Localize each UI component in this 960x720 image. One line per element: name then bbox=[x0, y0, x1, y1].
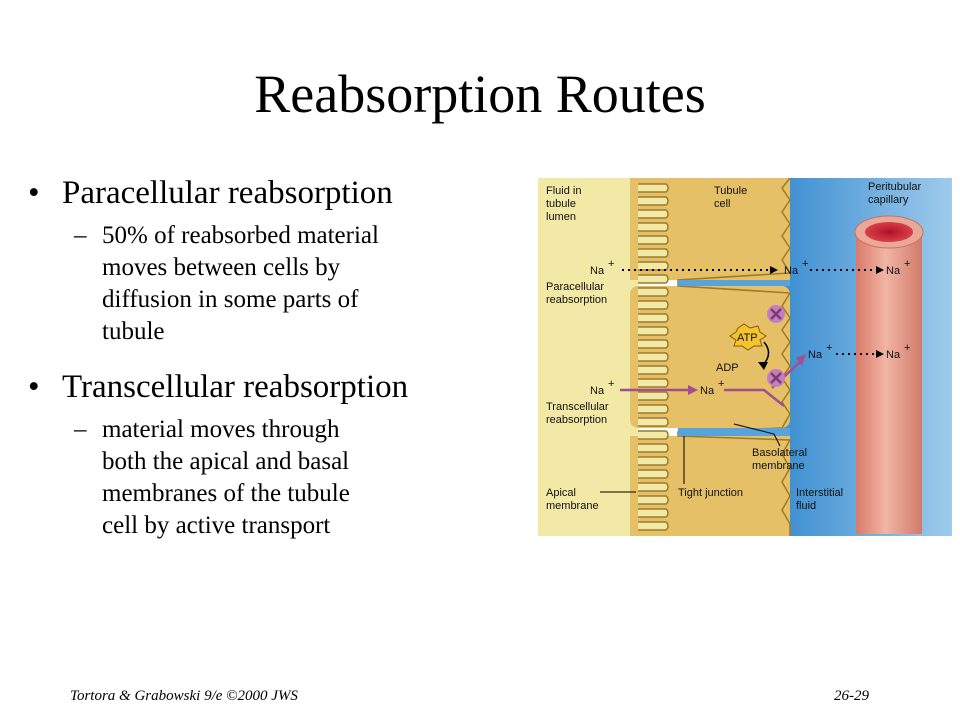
sub-bullet-dash: – bbox=[74, 416, 87, 443]
microvillus bbox=[638, 261, 669, 271]
label-transcellular-reabsorption: Transcellular reabsorption bbox=[546, 401, 612, 426]
bullet-transcellular: •Transcellular reabsorption bbox=[28, 366, 528, 408]
na-ion-transcellular-capillary: Na + bbox=[886, 342, 910, 361]
svg-text:Na: Na bbox=[590, 265, 605, 277]
microvillus bbox=[638, 352, 669, 362]
footer-citation: Tortora & Grabowski 9/e ©2000 JWS bbox=[70, 688, 298, 704]
label-paracellular-reabsorption: Paracellular reabsorption bbox=[546, 281, 607, 306]
na-ion-transcellular-interstitial: Na + bbox=[808, 342, 832, 361]
label-tight-junction: Tight junction bbox=[678, 487, 743, 499]
microvillus bbox=[638, 235, 669, 245]
bullet-list: •Paracellular reabsorption – 50% of reab… bbox=[28, 172, 528, 542]
arrowhead bbox=[758, 362, 768, 370]
label-peritubular-capillary: Peritubular capillary bbox=[868, 181, 924, 206]
microvillus bbox=[638, 430, 669, 440]
svg-text:+: + bbox=[904, 342, 910, 354]
bullet-paracellular: •Paracellular reabsorption bbox=[28, 172, 528, 214]
svg-text:Na: Na bbox=[784, 265, 799, 277]
transcellular-basolateral-arrow bbox=[724, 388, 785, 407]
microvillus bbox=[638, 469, 669, 479]
arrowhead bbox=[876, 350, 884, 358]
arrowhead bbox=[876, 266, 884, 274]
lateral-intercellular-space bbox=[678, 428, 790, 436]
sub-bullet-transcellular: – material moves through both the apical… bbox=[74, 416, 350, 539]
microvillus bbox=[638, 196, 669, 206]
label-tubule-cell: Tubule cell bbox=[714, 185, 750, 210]
arrowhead bbox=[688, 385, 698, 395]
tubule-cell-lower bbox=[630, 286, 790, 428]
svg-text:+: + bbox=[718, 378, 724, 390]
microvillus bbox=[638, 222, 669, 232]
na-ion-transcellular-lumen: Na + bbox=[590, 378, 614, 397]
microvillus bbox=[638, 365, 669, 375]
na-ion-paracellular-capillary: Na + bbox=[886, 258, 910, 277]
reabsorption-diagram: ATP ADP Na + Na + Na + Na + Na + Na + Na… bbox=[538, 178, 952, 536]
bullet-dot: • bbox=[28, 369, 40, 405]
microvillus bbox=[638, 378, 669, 388]
atp-label: ATP bbox=[737, 332, 758, 344]
label-apical-membrane: Apical membrane bbox=[546, 487, 599, 512]
na-ion-paracellular-lumen: Na + bbox=[590, 258, 614, 277]
footer-page-number: 26-29 bbox=[834, 688, 869, 704]
microvillus bbox=[638, 482, 669, 492]
bullet-dot: • bbox=[28, 175, 40, 211]
sub-bullet-dash: – bbox=[74, 222, 87, 249]
microvillus bbox=[638, 209, 669, 219]
svg-text:Na: Na bbox=[886, 349, 901, 361]
arrowhead bbox=[770, 266, 778, 274]
svg-text:Na: Na bbox=[590, 385, 605, 397]
peritubular-capillary-lumen bbox=[865, 222, 913, 242]
microvillus bbox=[638, 443, 669, 453]
na-ion-transcellular-cell: Na + bbox=[700, 378, 724, 397]
atp-burst bbox=[729, 323, 767, 351]
svg-text:+: + bbox=[608, 258, 614, 270]
peritubular-capillary-body bbox=[856, 230, 922, 534]
svg-text:+: + bbox=[826, 342, 832, 354]
microvillus bbox=[638, 521, 669, 531]
microvillus bbox=[638, 300, 669, 310]
microvillus bbox=[638, 495, 669, 505]
microvillus bbox=[638, 183, 669, 193]
svg-text:Na: Na bbox=[700, 385, 715, 397]
leader-line-basolateral bbox=[733, 423, 781, 447]
microvillus bbox=[638, 248, 669, 258]
label-fluid-in-tubule-lumen: Fluid in tubule lumen bbox=[546, 185, 585, 223]
microvillus bbox=[638, 391, 669, 401]
lumen-region bbox=[538, 178, 638, 536]
svg-text:+: + bbox=[904, 258, 910, 270]
lateral-intercellular-space bbox=[678, 280, 790, 286]
sub-bullet-paracellular: – 50% of reabsorbed material moves betwe… bbox=[74, 222, 379, 345]
label-interstitial-fluid: Interstitial fluid bbox=[796, 487, 846, 512]
svg-text:Na: Na bbox=[808, 349, 823, 361]
arrowhead bbox=[796, 354, 806, 366]
microvillus bbox=[638, 326, 669, 336]
svg-text:Na: Na bbox=[886, 265, 901, 277]
microvillus bbox=[638, 274, 669, 284]
sodium-pump-lower bbox=[767, 369, 785, 387]
apical-microvilli bbox=[638, 183, 669, 531]
label-basolateral-membrane: Basolateral membrane bbox=[752, 447, 810, 472]
sodium-pump-upper bbox=[767, 305, 785, 323]
microvillus bbox=[638, 404, 669, 414]
microvillus bbox=[638, 313, 669, 323]
adp-label: ADP bbox=[716, 362, 739, 374]
basolateral-membrane bbox=[677, 178, 792, 536]
svg-text:+: + bbox=[608, 378, 614, 390]
microvillus bbox=[638, 417, 669, 427]
microvillus bbox=[638, 287, 669, 297]
microvillus bbox=[638, 456, 669, 466]
svg-text:+: + bbox=[802, 258, 808, 270]
microvillus bbox=[638, 508, 669, 518]
na-ion-paracellular-interstitial: Na + bbox=[784, 258, 808, 277]
slide-title: Reabsorption Routes bbox=[254, 64, 706, 124]
microvillus bbox=[638, 339, 669, 349]
